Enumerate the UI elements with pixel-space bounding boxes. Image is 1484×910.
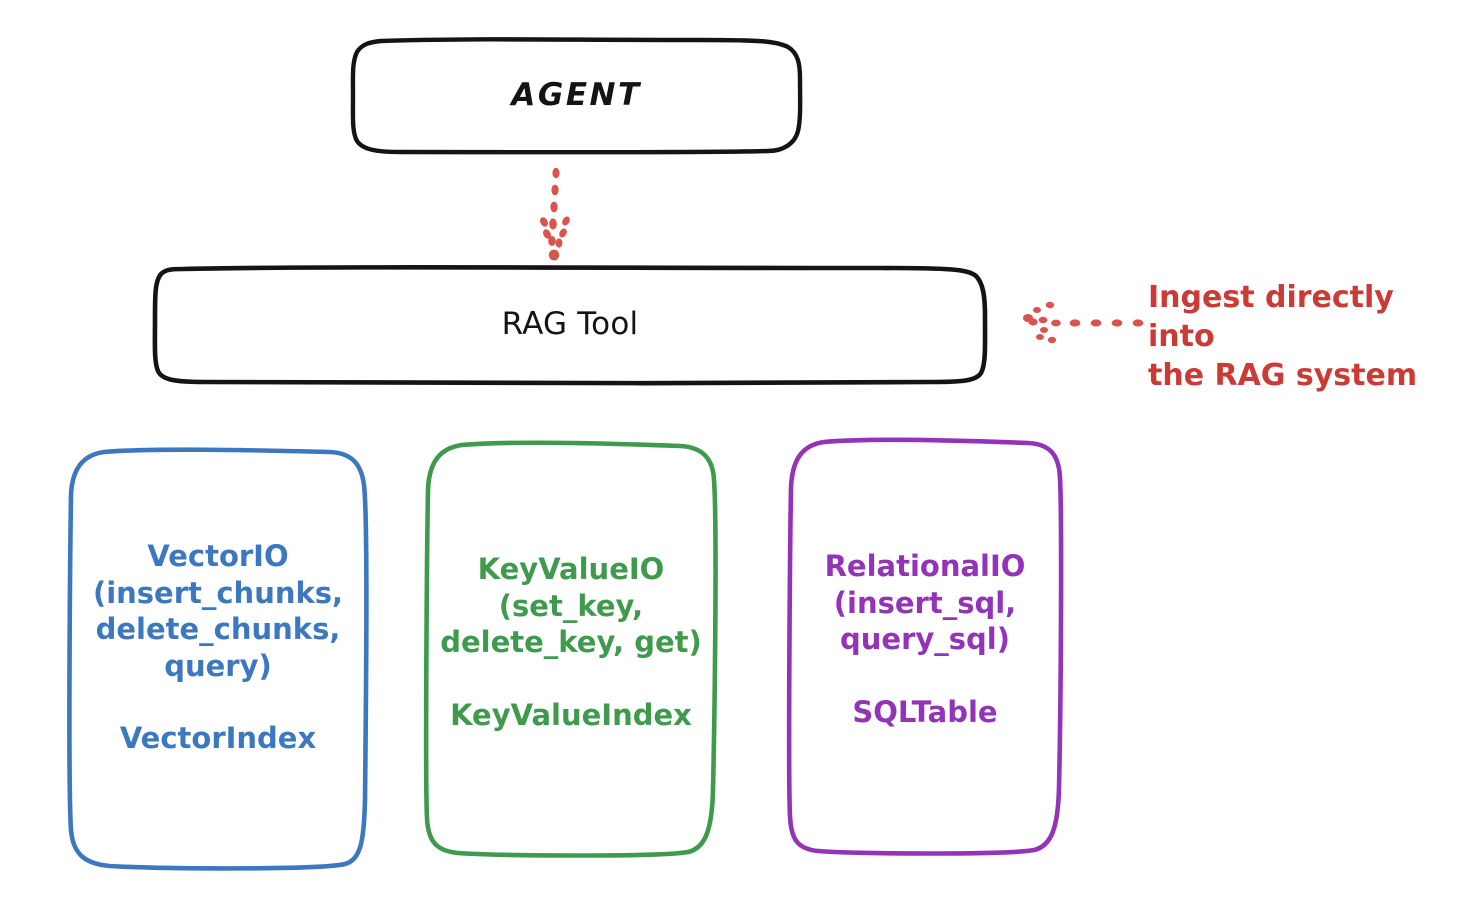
sql-table-label: SQLTable: [852, 694, 998, 729]
key-value-index-label: KeyValueIndex: [450, 697, 692, 732]
key-value-io-label-group: KeyValueIO (set_key, delete_key, get) Ke…: [427, 443, 715, 855]
rag-tool-label: RAG Tool: [501, 306, 639, 343]
vector-index-label: VectorIndex: [119, 721, 317, 756]
vector-io-label-group: VectorIO (insert_chunks, delete_chunks, …: [70, 450, 366, 868]
relational-io-label-group: RelationalIO (insert_sql, query_sql) SQL…: [790, 440, 1060, 853]
vector-io-api-label: VectorIO (insert_chunks, delete_chunks, …: [92, 539, 344, 683]
dotted-down-arrow-icon: [540, 167, 570, 261]
dotted-left-arrow-icon: [1023, 301, 1144, 344]
ingest-annotation-text: Ingest directly into the RAG system: [1148, 280, 1418, 393]
agent-label: AGENT: [511, 77, 642, 114]
relational-io-api-label: RelationalIO (insert_sql, query_sql): [824, 549, 1026, 657]
key-value-io-api-label: KeyValueIO (set_key, delete_key, get): [440, 552, 702, 660]
